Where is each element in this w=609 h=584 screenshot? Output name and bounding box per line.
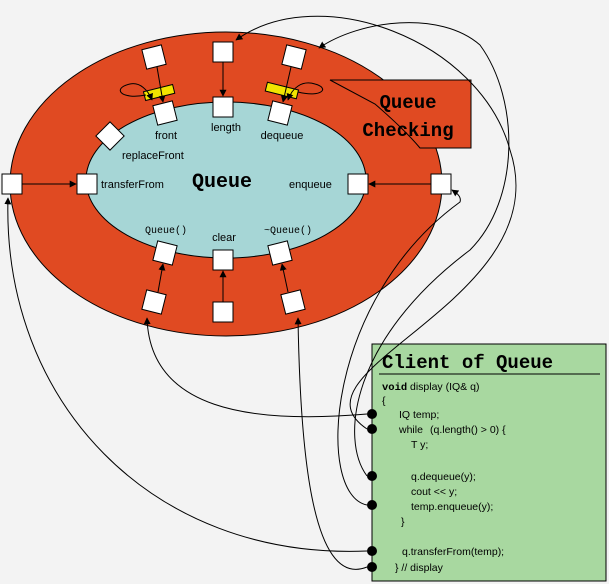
call-dot-length[interactable] xyxy=(367,424,377,434)
dequeue-arrow xyxy=(280,66,292,103)
code-transfer: q.transferFrom(temp); xyxy=(402,546,504,558)
constructor-inner-port[interactable] xyxy=(152,240,178,266)
front-label: front xyxy=(155,130,177,142)
call-dot-enqueue[interactable] xyxy=(367,500,377,510)
dequeue-outer-port[interactable] xyxy=(281,44,307,70)
code-dequeue: q.dequeue(y); xyxy=(411,471,476,483)
length-outer-port[interactable] xyxy=(212,41,234,63)
call-dot-close[interactable] xyxy=(367,562,377,572)
code-open-brace: { xyxy=(382,395,386,407)
clear-label: clear xyxy=(212,232,236,244)
code-enqueue: temp.enqueue(y); xyxy=(411,501,493,513)
client-title: Client of Queue xyxy=(382,352,553,374)
constructor-arrow xyxy=(157,263,166,293)
call-dot-dequeue[interactable] xyxy=(367,471,377,481)
constructor-label: Queue() xyxy=(145,225,187,237)
clear-inner-port[interactable] xyxy=(212,249,234,271)
transfer-to-transfer-from-curve xyxy=(4,197,368,552)
code-void-keyword: void xyxy=(382,382,407,394)
code-signature: display (IQ& q) xyxy=(410,381,479,393)
core-title: Queue xyxy=(192,171,252,194)
code-while-keyword: while xyxy=(398,424,423,436)
clear-outer-port[interactable] xyxy=(212,301,234,323)
front-arrow xyxy=(156,66,166,103)
code-ty: T y; xyxy=(411,439,428,451)
code-cout: cout << y; xyxy=(411,486,457,498)
code-close-outer: } // display xyxy=(395,562,444,574)
destructor-outer-port[interactable] xyxy=(280,289,306,315)
enqueue-to-enqueue-curve xyxy=(337,189,461,506)
call-dot-transfer[interactable] xyxy=(367,546,377,556)
code-close-inner: } xyxy=(401,516,405,528)
checking-tab xyxy=(329,79,472,149)
dequeue-inner-port[interactable] xyxy=(267,100,293,126)
transfer-from-label: transferFrom xyxy=(101,179,164,191)
front-inner-port[interactable] xyxy=(152,100,178,126)
checking-title-line2: Checking xyxy=(362,120,453,142)
front-outer-port[interactable] xyxy=(141,44,167,70)
decl-to-constructor-curve xyxy=(143,317,368,418)
replace-front-label: replaceFront xyxy=(122,150,184,162)
dequeue-to-dequeue-curve xyxy=(318,22,510,477)
dequeue-loop-arrow xyxy=(286,82,324,101)
transfer-from-outer-port[interactable] xyxy=(1,173,23,195)
dequeue-label: dequeue xyxy=(261,130,304,142)
destructor-arrow xyxy=(279,263,289,293)
constructor-outer-port[interactable] xyxy=(141,289,167,315)
front-loop-arrow xyxy=(119,83,153,101)
call-dot-decl[interactable] xyxy=(367,409,377,419)
code-while-condition: (q.length() > 0) { xyxy=(430,424,506,436)
code-decl: IQ temp; xyxy=(399,409,439,421)
enqueue-inner-port[interactable] xyxy=(347,173,369,195)
transfer-from-inner-port[interactable] xyxy=(76,173,98,195)
close-to-destructor-curve xyxy=(294,317,368,570)
enqueue-outer-port[interactable] xyxy=(430,173,452,195)
enqueue-label: enqueue xyxy=(289,179,332,191)
client-panel xyxy=(371,343,607,582)
length-inner-port[interactable] xyxy=(212,96,234,118)
replace-front-port[interactable] xyxy=(95,121,125,151)
destructor-label: ~Queue() xyxy=(264,225,312,237)
length-label: length xyxy=(211,122,241,134)
checking-title-line1: Queue xyxy=(379,92,436,114)
destructor-inner-port[interactable] xyxy=(267,240,293,266)
